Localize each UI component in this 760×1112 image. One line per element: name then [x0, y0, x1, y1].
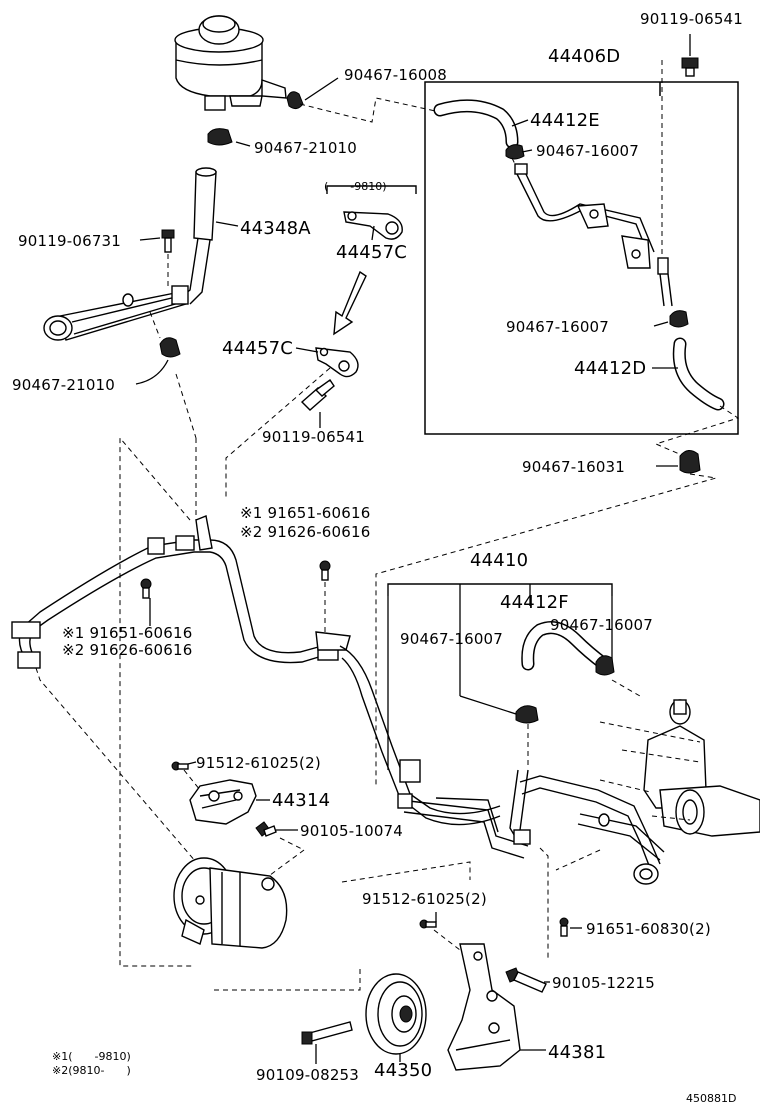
- label-44348a: 44348A: [240, 218, 311, 239]
- label-91512-61025-b: 91512-61025(2): [362, 890, 487, 908]
- steering-gear-housing: [509, 699, 760, 885]
- label-90467-21010-top: 90467-21010: [254, 139, 357, 157]
- label-90119-06541-top: 90119-06541: [640, 10, 743, 28]
- bolt-90119-06541-middle: [300, 379, 335, 411]
- bolt-90105-12215: [505, 967, 547, 993]
- label-91651-60616-a: ※1 91651-60616: [240, 504, 371, 522]
- label-91626-60616-a: ※2 91626-60616: [240, 523, 371, 541]
- bolt-91651-60830: [559, 917, 569, 937]
- kit-pipe-bracket: [576, 203, 651, 269]
- label-44410: 44410: [470, 550, 528, 571]
- label-91651-60830: 91651-60830(2): [586, 920, 711, 938]
- label-90105-12215: 90105-12215: [552, 974, 655, 992]
- clamp-90467-16007-d: [595, 655, 615, 676]
- figure-code: 450881D: [686, 1092, 736, 1105]
- label-44412e: 44412E: [530, 110, 600, 131]
- pump-cover-44314: [189, 779, 257, 825]
- label-90467-16007-b: 90467-16007: [506, 318, 609, 336]
- label-44350: 44350: [374, 1060, 432, 1081]
- footnote-2: ※2(9810- ): [52, 1064, 131, 1077]
- label-90467-16007-d: 90467-16007: [550, 616, 653, 634]
- label-90109-08253: 90109-08253: [256, 1066, 359, 1084]
- bolt-90119-06731: [161, 229, 175, 253]
- power-steering-pump: [173, 857, 288, 949]
- label-91512-61025-a: 91512-61025(2): [196, 754, 321, 772]
- label-90467-21010-bottom: 90467-21010: [12, 376, 115, 394]
- label-44412f: 44412F: [500, 592, 569, 613]
- label-91626-60616-b: ※2 91626-60616: [62, 641, 193, 659]
- label-90467-16008: 90467-16008: [344, 66, 447, 84]
- kit-44406d-box: [424, 81, 739, 435]
- label-44406d: 44406D: [548, 46, 620, 67]
- pressure-hose-assembly: [11, 515, 529, 859]
- label-90467-16007-c: 90467-16007: [400, 630, 503, 648]
- label-44457c-lower: 44457C: [222, 338, 293, 359]
- label-91651-60616-b: ※1 91651-60616: [62, 624, 193, 642]
- footnote-1: ※1( -9810): [52, 1050, 131, 1063]
- bolt-90105-10074: [255, 821, 277, 837]
- label-44412d: 44412D: [574, 358, 646, 379]
- return-hose-44348a: [43, 167, 217, 341]
- clamp-90467-16008: [286, 91, 304, 110]
- label-44314: 44314: [272, 790, 330, 811]
- clamp-90467-21010-top: [207, 128, 233, 146]
- pump-bracket-44381: [447, 943, 521, 1071]
- hose-44412f: [521, 621, 611, 671]
- hose-44412e: [433, 99, 519, 149]
- clamp-90467-16031: [679, 450, 701, 474]
- bolt-91651-60616-lower: [140, 578, 152, 599]
- clamp-90467-21010-bottom: [159, 337, 181, 358]
- bolt-90109-08253: [301, 1021, 353, 1045]
- bracket-44457c-upper: [343, 211, 403, 240]
- hose-44412d: [672, 337, 725, 411]
- clamp-90467-16007-a: [505, 144, 525, 160]
- clamp-90467-16007-c: [515, 705, 539, 724]
- label-90119-06541-middle: 90119-06541: [262, 428, 365, 446]
- bracket-44457c-lower: [315, 347, 359, 378]
- reservoir-tank: [174, 15, 287, 111]
- label-90105-10074: 90105-10074: [300, 822, 403, 840]
- bolt-90119-06541-top: [681, 57, 699, 77]
- label-44381: 44381: [548, 1042, 606, 1063]
- label-90467-16007-a: 90467-16007: [536, 142, 639, 160]
- idler-pulley-44350: [365, 973, 427, 1055]
- label-90467-16031: 90467-16031: [522, 458, 625, 476]
- label-90119-06731: 90119-06731: [18, 232, 121, 250]
- bolt-91512-61025-upper: [171, 761, 189, 771]
- bolt-91651-60616-upper: [319, 560, 331, 581]
- label-9810-paren: ( -9810): [324, 180, 387, 193]
- label-44457c-upper: 44457C: [336, 242, 407, 263]
- bolt-91512-61025-lower: [419, 919, 437, 929]
- clamp-90467-16007-b: [669, 310, 689, 328]
